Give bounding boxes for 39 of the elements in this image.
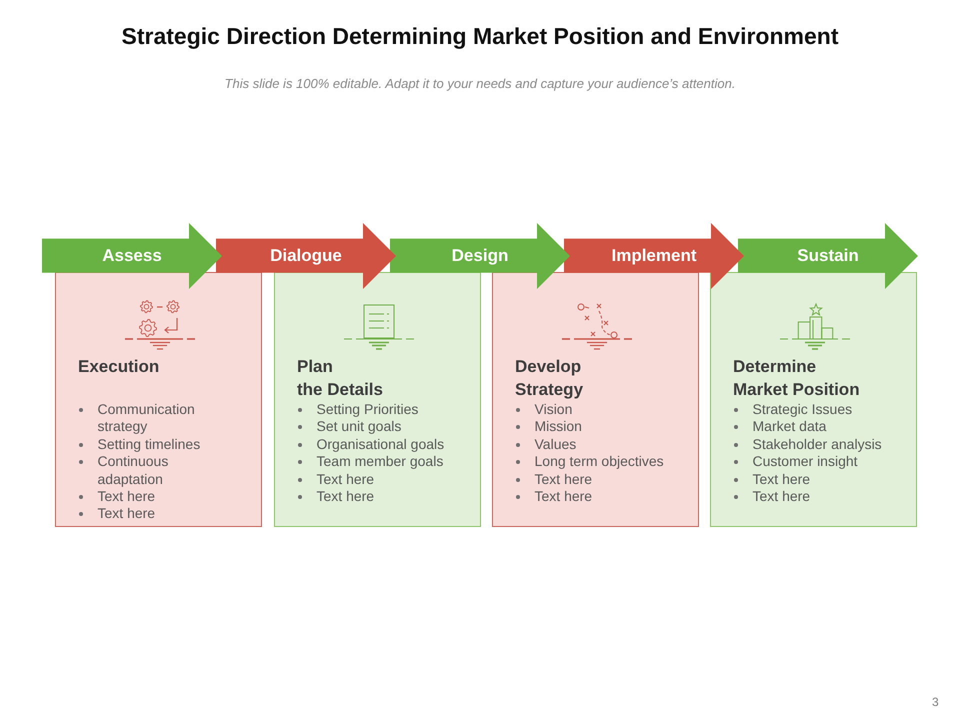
bullet-item: Text here [733,488,810,506]
bullet-item: Setting timelines [78,436,200,454]
bullet-item: Text here [297,470,374,488]
stage-label: Dialogue [270,246,342,266]
bullet-item: Text here [515,470,592,488]
slide-title: Strategic Direction Determining Market Position and Environment [122,23,838,50]
bullet-item: Text here [733,470,810,488]
bullet-item: Organisational goals [297,436,444,454]
stage-label: Design [452,246,508,266]
bullet-item: Mission [515,418,582,436]
stage-label: Assess [102,246,162,266]
bullet-item: Long term objectives [515,453,664,471]
stage-card [55,272,262,527]
bullet-item: Market data [733,418,826,436]
bullet-item: Setting Priorities [297,401,418,418]
card-heading: Develop Strategy [515,356,584,401]
bullet-item: Continuous adaptation [78,453,226,488]
bullet-item: Values [515,436,576,454]
stage-card [492,272,699,527]
bullet-item: Team member goals [297,453,444,471]
stage-label: Implement [611,246,697,266]
bullet-item: Communication strategy [78,401,226,436]
bullet-item: Strategic Issues [733,401,852,418]
stage-card [274,272,481,527]
bullet-item: Text here [78,505,156,523]
bullet-item: Text here [515,488,592,506]
subtitle: This slide is 100% editable. Adapt it to your needs and capture your audience’s attention. [224,76,736,91]
bullet-item: Stakeholder analysis [733,436,882,454]
stage-card [710,272,917,527]
card-heading: Execution [78,356,160,378]
page-number: 3 [932,695,939,709]
bullet-item: Text here [78,488,156,506]
bullet-item: Vision [515,401,572,418]
stage-label: Sustain [797,246,859,266]
card-heading: Plan the Details [297,356,383,400]
bullet-item: Customer insight [733,453,858,471]
bullet-item: Set unit goals [297,418,402,436]
bullet-item: Text here [297,488,374,506]
card-heading: Determine Market Position [733,356,860,400]
